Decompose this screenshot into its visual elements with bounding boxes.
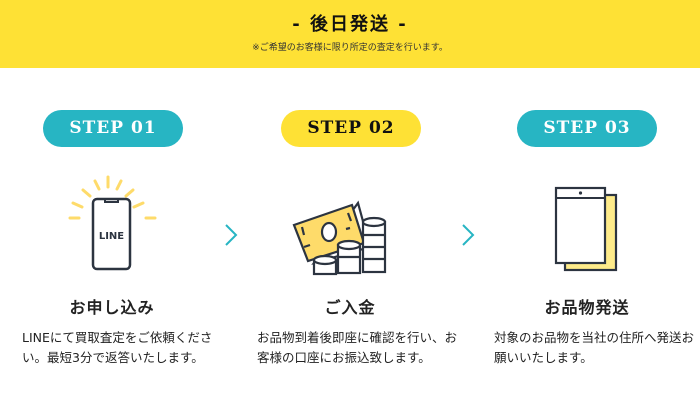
chevron-right-icon [462,224,475,246]
smartphone-line-icon: LINE [65,175,160,279]
header-banner: - 後日発送 - ※ご希望のお客様に限り所定の査定を行います。 [0,0,700,68]
step-3-description: 対象のお品物を当社の住所へ発送お願いいたします。 [494,330,695,365]
money-coins-icon [290,185,410,284]
section-note: ※ご希望のお客様に限り所定の査定を行います。 [252,43,448,53]
step-3-title: お品物発送 [544,298,630,317]
step-3-badge: STEP 03 [517,110,657,147]
section-title: - 後日発送 - [292,14,408,35]
package-bag-icon [550,185,620,279]
step-1-badge: STEP 01 [43,110,183,147]
svg-text:LINE: LINE [99,231,124,242]
chevron-right-icon [225,224,238,246]
step-1-title: お申し込み [69,298,155,317]
step-2-title: ご入金 [324,298,376,317]
step-2-description: お品物到着後即座に確認を行い、お客様の口座にお振込致します。 [257,330,458,365]
step-2-badge: STEP 02 [281,110,421,147]
step-1-description: LINEにて買取査定をご依頼ください。最短3分で返答いたします。 [22,330,213,365]
